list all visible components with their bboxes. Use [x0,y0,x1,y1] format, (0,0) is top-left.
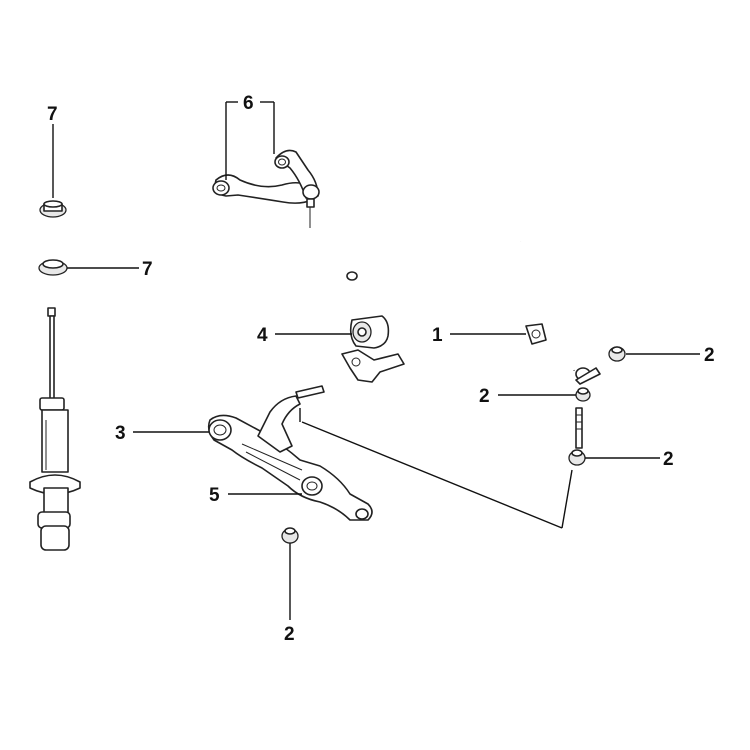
callout-2-right: 2 [704,345,715,366]
nut-bottom [281,527,299,544]
top-mount-nut [39,200,67,218]
callout-6: 6 [243,93,254,114]
nut-middle [575,387,591,402]
upper-control-arm [212,149,320,228]
nut-right-top [608,346,626,362]
compliance-bushing [341,315,405,383]
shock-absorber [29,307,81,551]
callout-4: 4 [257,325,268,346]
stabilizer-link-bolt [568,407,586,466]
stabilizer-bushing [525,323,547,345]
stabilizer-bar [346,238,614,371]
callout-3: 3 [115,423,126,444]
stabilizer-link-end [575,367,601,385]
callout-2-lower-right: 2 [663,449,674,470]
callout-2-bottom: 2 [284,624,295,645]
lower-control-arm [207,385,373,521]
leader-lines [52,101,700,620]
callout-7-top: 7 [47,104,58,125]
callout-1: 1 [432,325,443,346]
assembly-lines [299,408,573,529]
callout-5: 5 [209,485,220,506]
callout-7-right: 7 [142,259,153,280]
callout-2-middle: 2 [479,386,490,407]
mount-bushing [38,259,68,276]
